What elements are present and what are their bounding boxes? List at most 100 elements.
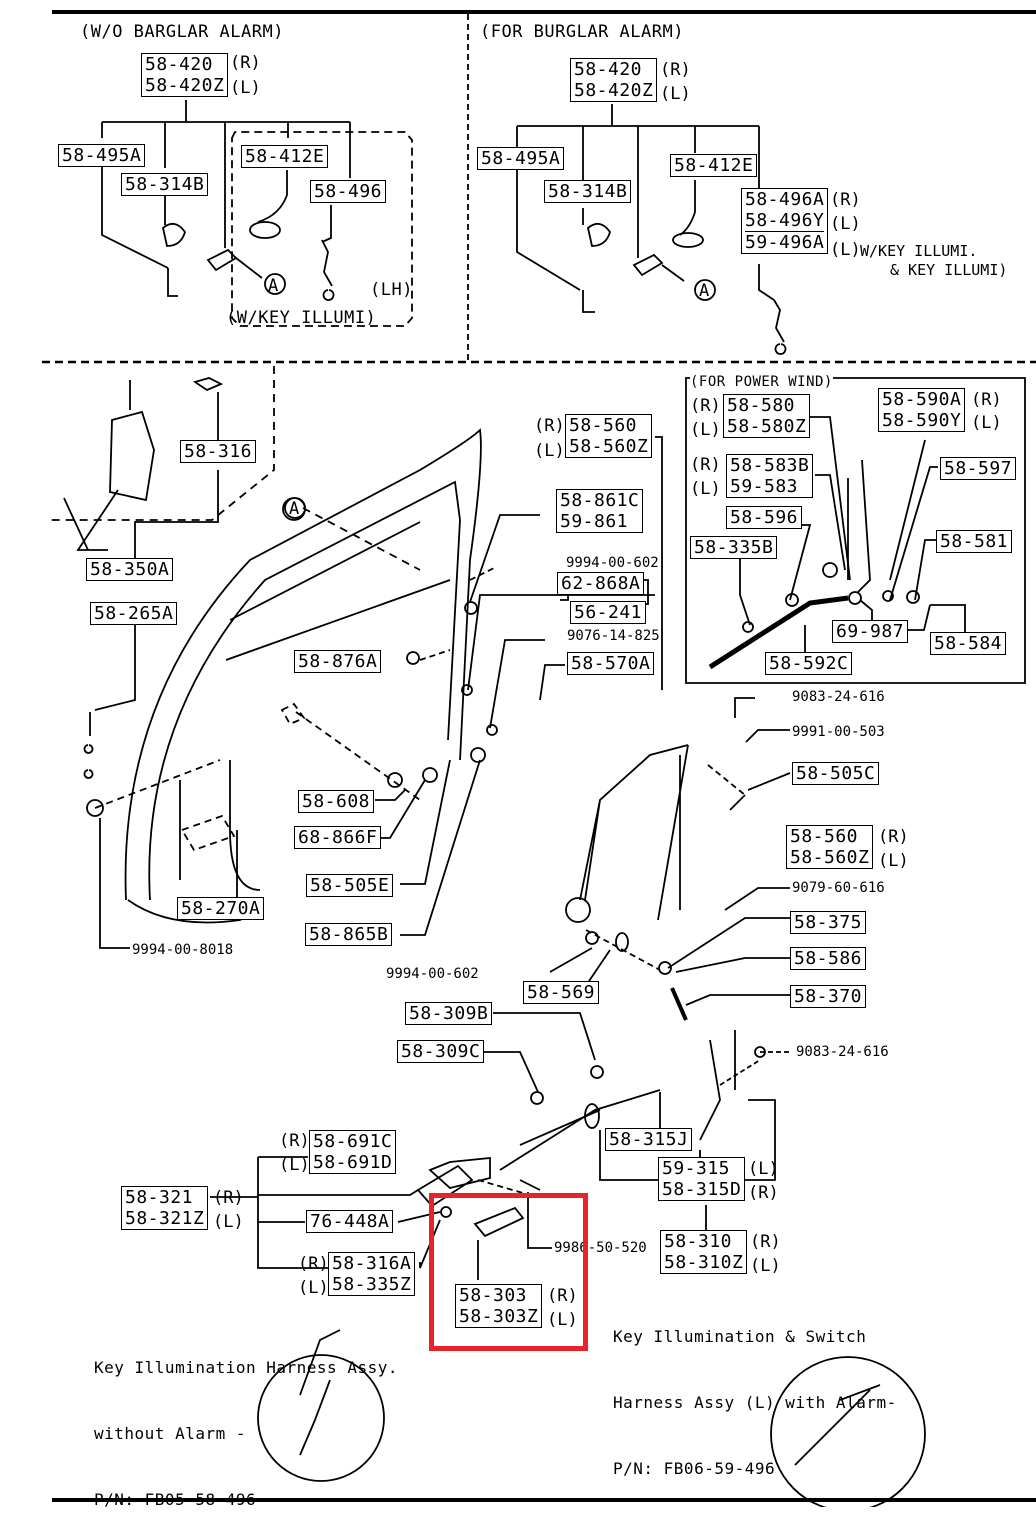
part-58-375[interactable]: 58-375 [790, 911, 867, 934]
part-number: 58-321Z [125, 1208, 205, 1229]
key-illumi-note-2: & KEY ILLUMI) [890, 261, 1008, 279]
part-76-448a[interactable]: 76-448A [306, 1210, 394, 1233]
part-number: 58-310Z [664, 1252, 744, 1273]
part-58-505e[interactable]: 58-505E [306, 874, 394, 897]
bolt-9994-00-602-b: 9994-00-602 [386, 966, 479, 982]
part-56-241[interactable]: 56-241 [570, 601, 647, 624]
part-58-316a-box[interactable]: 58-316A 58-335Z [328, 1252, 416, 1296]
part-58-586[interactable]: 58-586 [790, 947, 867, 970]
side-marker: (R) [750, 1232, 781, 1252]
part-number: 58-335Z [332, 1274, 412, 1295]
part-58-592c[interactable]: 58-592C [765, 652, 853, 675]
note-without-alarm: Key Illumination Harness Assy. without A… [94, 1313, 398, 1533]
part-58-569[interactable]: 58-569 [523, 981, 600, 1004]
part-58-314b[interactable]: 58-314B [121, 173, 209, 196]
part-58-265a[interactable]: 58-265A [90, 602, 178, 625]
part-58-495a-alarm[interactable]: 58-495A [477, 147, 565, 170]
part-number: 58-560Z [569, 436, 649, 457]
side-marker: (L) [660, 84, 691, 104]
part-58-412e[interactable]: 58-412E [241, 145, 329, 168]
side-marker: (R) [547, 1286, 578, 1306]
part-58-316[interactable]: 58-316 [180, 440, 257, 463]
bolt-9076-14-825: 9076-14-825 [567, 628, 660, 644]
part-number: 59-315 [662, 1158, 731, 1179]
part-58-496[interactable]: 58-496 [310, 180, 387, 203]
part-58-315j[interactable]: 58-315J [605, 1128, 693, 1151]
part-58-314b-alarm[interactable]: 58-314B [544, 180, 632, 203]
note-with-alarm: Key Illumination & Switch Harness Assy (… [613, 1282, 897, 1502]
part-58-412e-alarm[interactable]: 58-412E [670, 154, 758, 177]
part-58-350a[interactable]: 58-350A [86, 558, 174, 581]
part-58-597[interactable]: 58-597 [940, 457, 1017, 480]
side-marker: (R) [690, 396, 721, 416]
part-58-583b-box[interactable]: 58-583B 59-583 [726, 454, 814, 498]
key-illumi-note: W/KEY ILLUMI. [860, 242, 978, 260]
bolt-9986-50-520: 9986-50-520 [554, 1240, 647, 1256]
part-58-865b[interactable]: 58-865B [305, 923, 393, 946]
side-marker: (L) [830, 214, 861, 234]
ref-marker-a: A [289, 499, 300, 519]
part-number: 58-303 [459, 1285, 528, 1306]
ref-circle [282, 497, 306, 521]
bolt-9083-24-616-c: 9083-24-616 [796, 1044, 889, 1060]
side-marker: (R) [534, 416, 565, 436]
side-marker: (L) [971, 413, 1002, 433]
part-58-309c[interactable]: 58-309C [397, 1040, 485, 1063]
part-58-584[interactable]: 58-584 [930, 632, 1007, 655]
part-58-505c[interactable]: 58-505C [792, 762, 880, 785]
part-58-496a-box[interactable]: 58-496A 58-496Y 59-496A [741, 188, 829, 254]
side-marker: (R) [213, 1188, 244, 1208]
section-title-wo-alarm: (W/O BARGLAR ALARM) [80, 22, 284, 42]
part-68-866f[interactable]: 68-866F [294, 826, 382, 849]
part-58-310-box[interactable]: 58-310 58-310Z [660, 1230, 748, 1274]
side-marker: (R) [690, 455, 721, 475]
part-58-370[interactable]: 58-370 [790, 985, 867, 1008]
part-62-868a[interactable]: 62-868A [557, 572, 645, 595]
part-58-590a-box[interactable]: 58-590A 58-590Y [878, 388, 966, 432]
part-58-495a[interactable]: 58-495A [58, 144, 146, 167]
side-marker: (R) [748, 1183, 779, 1203]
side-marker: (L) [534, 441, 565, 461]
part-58-691c-box[interactable]: 58-691C 58-691D [309, 1130, 397, 1174]
part-58-596[interactable]: 58-596 [726, 506, 803, 529]
part-number: 58-560Z [790, 847, 870, 868]
part-58-580-box[interactable]: 58-580 58-580Z [723, 394, 811, 438]
part-number: 58-861C [560, 490, 640, 511]
part-58-560-top-box[interactable]: 58-560 58-560Z [565, 414, 653, 458]
part-number: 58-590Y [882, 410, 962, 431]
part-58-570a[interactable]: 58-570A [567, 652, 655, 675]
part-58-560-box[interactable]: 58-560 58-560Z [786, 825, 874, 869]
side-marker: (L) [230, 78, 261, 98]
note-line: without Alarm - [94, 1424, 246, 1443]
ref-marker-a: A [699, 281, 710, 301]
part-58-876a[interactable]: 58-876A [294, 650, 382, 673]
part-58-335b[interactable]: 58-335B [690, 536, 778, 559]
side-marker: (L) [213, 1212, 244, 1232]
note-line: Key Illumination Harness Assy. [94, 1358, 398, 1377]
part-58-608[interactable]: 58-608 [298, 790, 375, 813]
part-69-987[interactable]: 69-987 [832, 620, 909, 643]
part-58-420-alarm-box[interactable]: 58-420 58-420Z [570, 58, 658, 102]
part-58-270a[interactable]: 58-270A [177, 897, 265, 920]
side-marker: (R) [298, 1254, 329, 1274]
part-number: 58-420Z [574, 80, 654, 101]
side-marker: (L) [547, 1310, 578, 1330]
part-number: 58-580Z [727, 416, 807, 437]
part-58-303-box[interactable]: 58-303 58-303Z [455, 1284, 543, 1328]
side-marker: (L) [830, 240, 861, 260]
part-58-309b[interactable]: 58-309B [405, 1002, 493, 1025]
bolt-9994-00-602: 9994-00-602 [566, 555, 659, 571]
key-illumi-label: (W/KEY ILLUMI) [226, 308, 377, 328]
part-58-420-box[interactable]: 58-420 58-420Z [141, 53, 229, 97]
part-58-321-box[interactable]: 58-321 58-321Z [121, 1186, 209, 1230]
part-59-315-box[interactable]: 59-315 58-315D [658, 1157, 746, 1201]
part-number: 58-583B [730, 455, 810, 476]
part-number: 58-496A [745, 189, 825, 210]
note-line: Harness Assy (L) with Alarm- [613, 1393, 897, 1412]
part-number: 58-316A [332, 1253, 412, 1274]
bolt-9991-00-503: 9991-00-503 [792, 724, 885, 740]
side-marker: (R) [230, 53, 261, 73]
part-58-861c-box[interactable]: 58-861C 59-861 [556, 489, 644, 533]
part-58-581[interactable]: 58-581 [936, 530, 1013, 553]
